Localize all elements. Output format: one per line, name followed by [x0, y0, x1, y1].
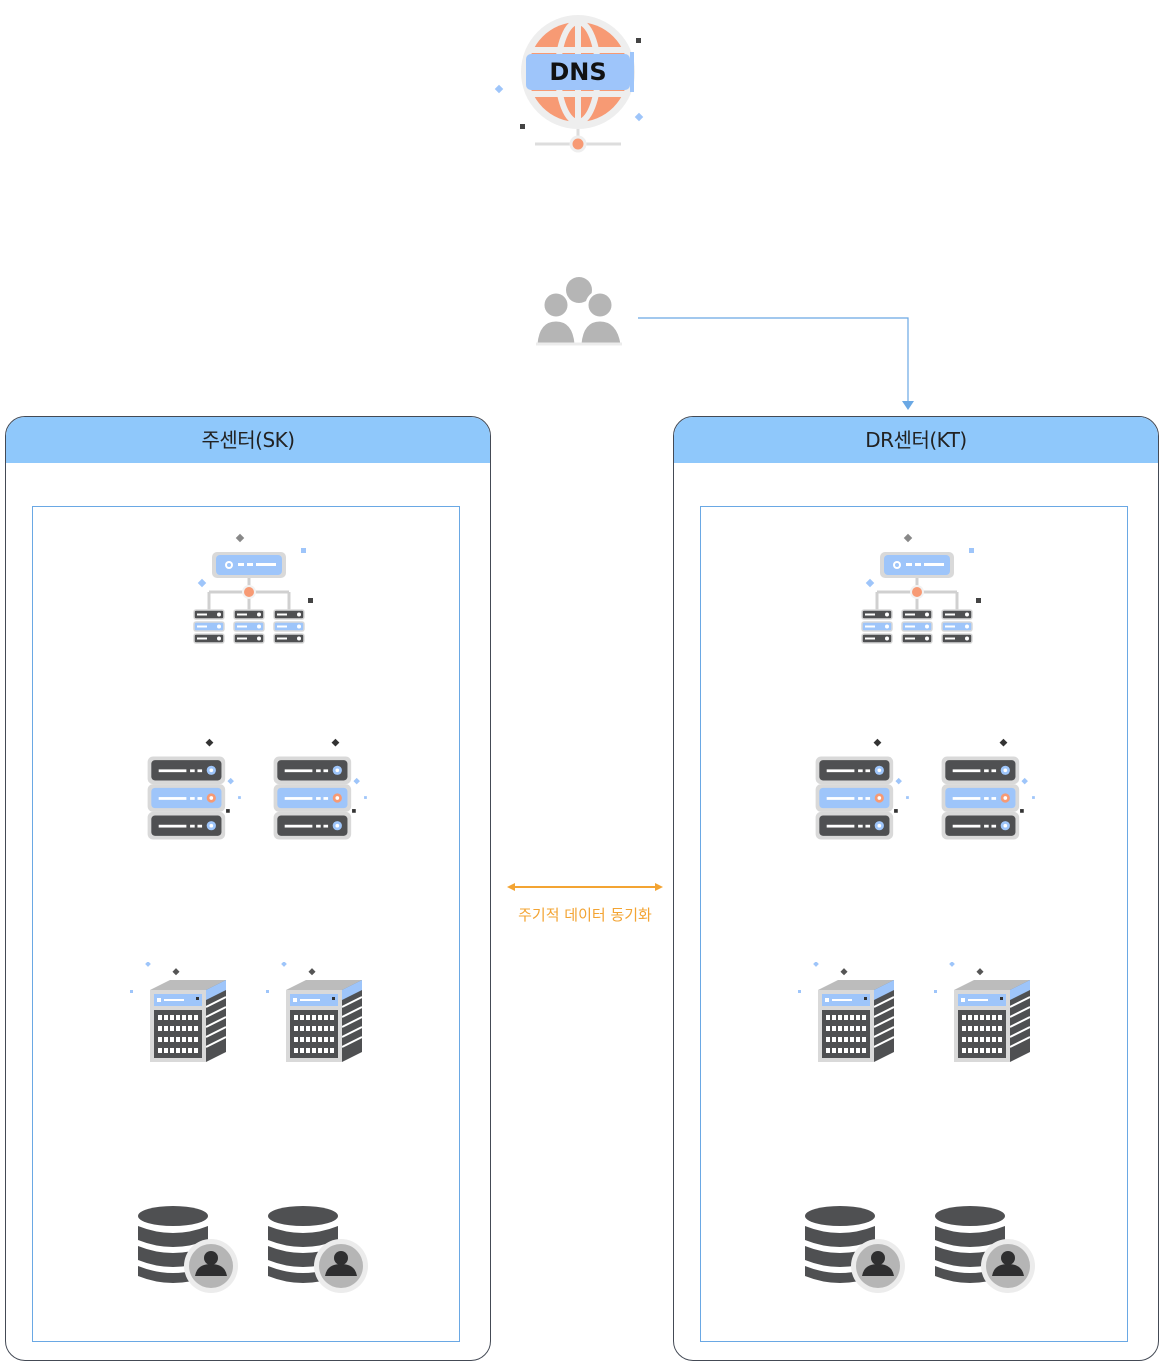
was-server-icon	[130, 962, 240, 1082]
database-icon	[930, 1200, 1040, 1300]
dr-center-title: DR센터(KT)	[674, 417, 1158, 463]
web-server-icon	[262, 738, 372, 858]
dns-globe-icon	[490, 10, 670, 160]
was-server-icon	[934, 962, 1044, 1082]
database-icon	[133, 1200, 243, 1300]
dr-center-inner-frame	[700, 506, 1128, 1342]
database-icon	[263, 1200, 373, 1300]
load-balancer-icon	[184, 530, 314, 660]
primary-center-inner-frame	[32, 506, 460, 1342]
sync-label: 주기적 데이터 동기화	[518, 906, 652, 924]
users-to-dr-connector	[0, 0, 1164, 420]
web-server-icon	[930, 738, 1040, 858]
primary-center-title: 주센터(SK)	[6, 417, 490, 463]
web-server-icon	[136, 738, 246, 858]
was-server-icon	[798, 962, 908, 1082]
users-group-icon	[534, 272, 628, 352]
dns-label: DNS	[549, 58, 607, 86]
database-icon	[800, 1200, 910, 1300]
sync-arrow	[507, 883, 663, 891]
load-balancer-icon	[852, 530, 982, 660]
web-server-icon	[804, 738, 914, 858]
was-server-icon	[266, 962, 376, 1082]
